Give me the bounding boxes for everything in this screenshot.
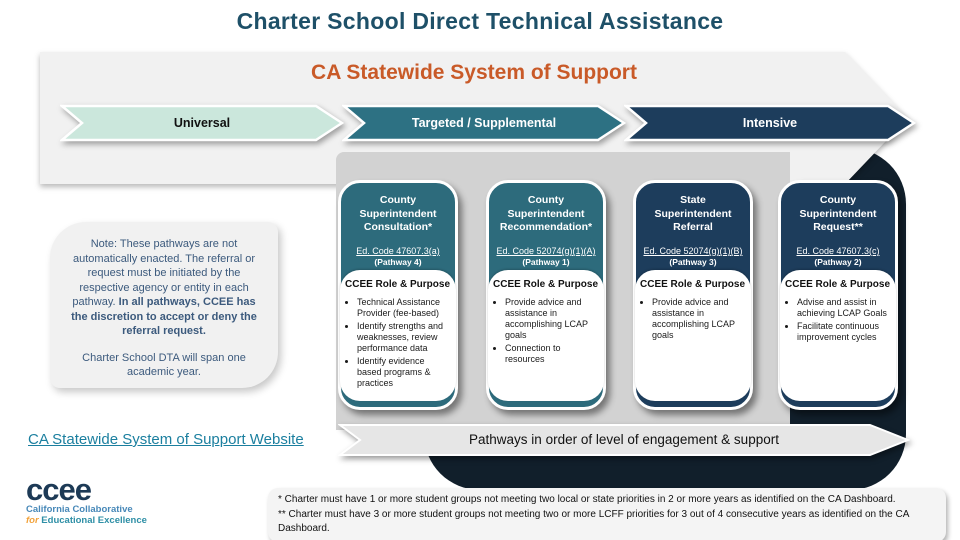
role-bullets: Provide advice and assistance in accompl… xyxy=(640,297,746,341)
logo-line1: California Collaborative xyxy=(26,504,133,516)
bullet-item: Technical Assistance Provider (fee-based… xyxy=(357,297,451,319)
ccee-logo: ccee California Collaborative for Educat… xyxy=(26,472,147,526)
tier-universal-chevron xyxy=(60,104,344,142)
role-heading: CCEE Role & Purpose xyxy=(493,279,599,290)
role-heading: CCEE Role & Purpose xyxy=(785,279,891,290)
card-header: County Superintendent Request** Ed. Code… xyxy=(781,183,895,267)
card-county-request: County Superintendent Request** Ed. Code… xyxy=(778,180,898,410)
card-county-consultation: County Superintendent Consultation* Ed. … xyxy=(338,180,458,410)
pathways-ribbon-label: Pathways in order of level of engagement… xyxy=(469,432,779,447)
bullet-item: Provide advice and assistance in accompl… xyxy=(652,297,746,341)
card-header: State Superintendent Referral Ed. Code 5… xyxy=(636,183,750,267)
pathway-label: (Pathway 3) xyxy=(669,256,717,267)
card-county-recommendation: County Superintendent Recommendation* Ed… xyxy=(486,180,606,410)
role-bullets: Technical Assistance Provider (fee-based… xyxy=(345,297,451,389)
tier-intensive-chevron xyxy=(624,104,916,142)
bullet-item: Connection to resources xyxy=(505,343,599,365)
tier-targeted-chevron xyxy=(342,104,626,142)
card-state-referral: State Superintendent Referral Ed. Code 5… xyxy=(633,180,753,410)
bullet-item: Facilitate continuous improvement cycles xyxy=(797,321,891,343)
note-text: Note: These pathways are not automatical… xyxy=(72,238,255,309)
tier-intensive-label: Intensive xyxy=(742,116,798,130)
role-bullets: Advise and assist in achieving LCAP Goal… xyxy=(785,297,891,343)
card-title: County Superintendent Request** xyxy=(799,194,877,234)
note-text-bold: In all pathways, CCEE has the discretion… xyxy=(71,296,257,338)
bullet-item: Identify strengths and weaknesses, revie… xyxy=(357,321,451,354)
logo-line2: for Educational Excellence xyxy=(26,514,147,526)
card-body: CCEE Role & Purpose Provide advice and a… xyxy=(488,270,604,401)
note-box: Note: These pathways are not automatical… xyxy=(50,222,278,388)
card-header: County Superintendent Consultation* Ed. … xyxy=(341,183,455,267)
pathways-ribbon-arrow xyxy=(338,424,910,456)
bullet-item: Provide advice and assistance in accompl… xyxy=(505,297,599,341)
page-title: Charter School Direct Technical Assistan… xyxy=(236,8,724,34)
sos-website-link[interactable]: CA Statewide System of Support Website xyxy=(28,431,304,448)
tier-universal-label: Universal xyxy=(173,116,231,130)
tier-targeted-label: Targeted / Supplemental xyxy=(411,116,557,130)
note-second-paragraph: Charter School DTA will span one academi… xyxy=(82,351,246,379)
card-body: CCEE Role & Purpose Provide advice and a… xyxy=(635,270,751,401)
footnote-line: * Charter must have 1 or more student gr… xyxy=(278,494,896,505)
role-heading: CCEE Role & Purpose xyxy=(640,279,746,290)
footnote-line: ** Charter must have 3 or more student g… xyxy=(278,508,909,535)
logo-line2-rest: Educational Excellence xyxy=(38,514,147,526)
bullet-item: Advise and assist in achieving LCAP Goal… xyxy=(797,297,891,319)
pathway-label: (Pathway 2) xyxy=(814,256,862,267)
footnote-box: * Charter must have 1 or more student gr… xyxy=(268,488,946,540)
pathway-label: (Pathway 1) xyxy=(522,256,570,267)
ed-code-link[interactable]: Ed. Code 52074(g)(1)(B) xyxy=(643,245,743,256)
ed-code-link[interactable]: Ed. Code 52074(g)(1)(A) xyxy=(496,245,596,256)
role-heading: CCEE Role & Purpose xyxy=(345,279,451,290)
card-header: County Superintendent Recommendation* Ed… xyxy=(489,183,603,267)
card-title: County Superintendent Consultation* xyxy=(359,194,437,234)
logo-for-word: for xyxy=(26,514,39,526)
ed-code-link[interactable]: Ed. Code 47607.3(a) xyxy=(356,245,440,256)
ccee-wordmark: ccee xyxy=(26,472,92,507)
role-bullets: Provide advice and assistance in accompl… xyxy=(493,297,599,365)
card-title: State Superintendent Referral xyxy=(654,194,732,234)
bullet-item: Identify evidence based programs & pract… xyxy=(357,356,451,389)
pathway-label: (Pathway 4) xyxy=(374,256,422,267)
card-title: County Superintendent Recommendation* xyxy=(499,194,593,234)
card-body: CCEE Role & Purpose Advise and assist in… xyxy=(780,270,896,401)
ed-code-link[interactable]: Ed. Code 47607.3(c) xyxy=(796,245,880,256)
card-body: CCEE Role & Purpose Technical Assistance… xyxy=(340,270,456,401)
sos-banner-heading: CA Statewide System of Support xyxy=(311,61,637,84)
